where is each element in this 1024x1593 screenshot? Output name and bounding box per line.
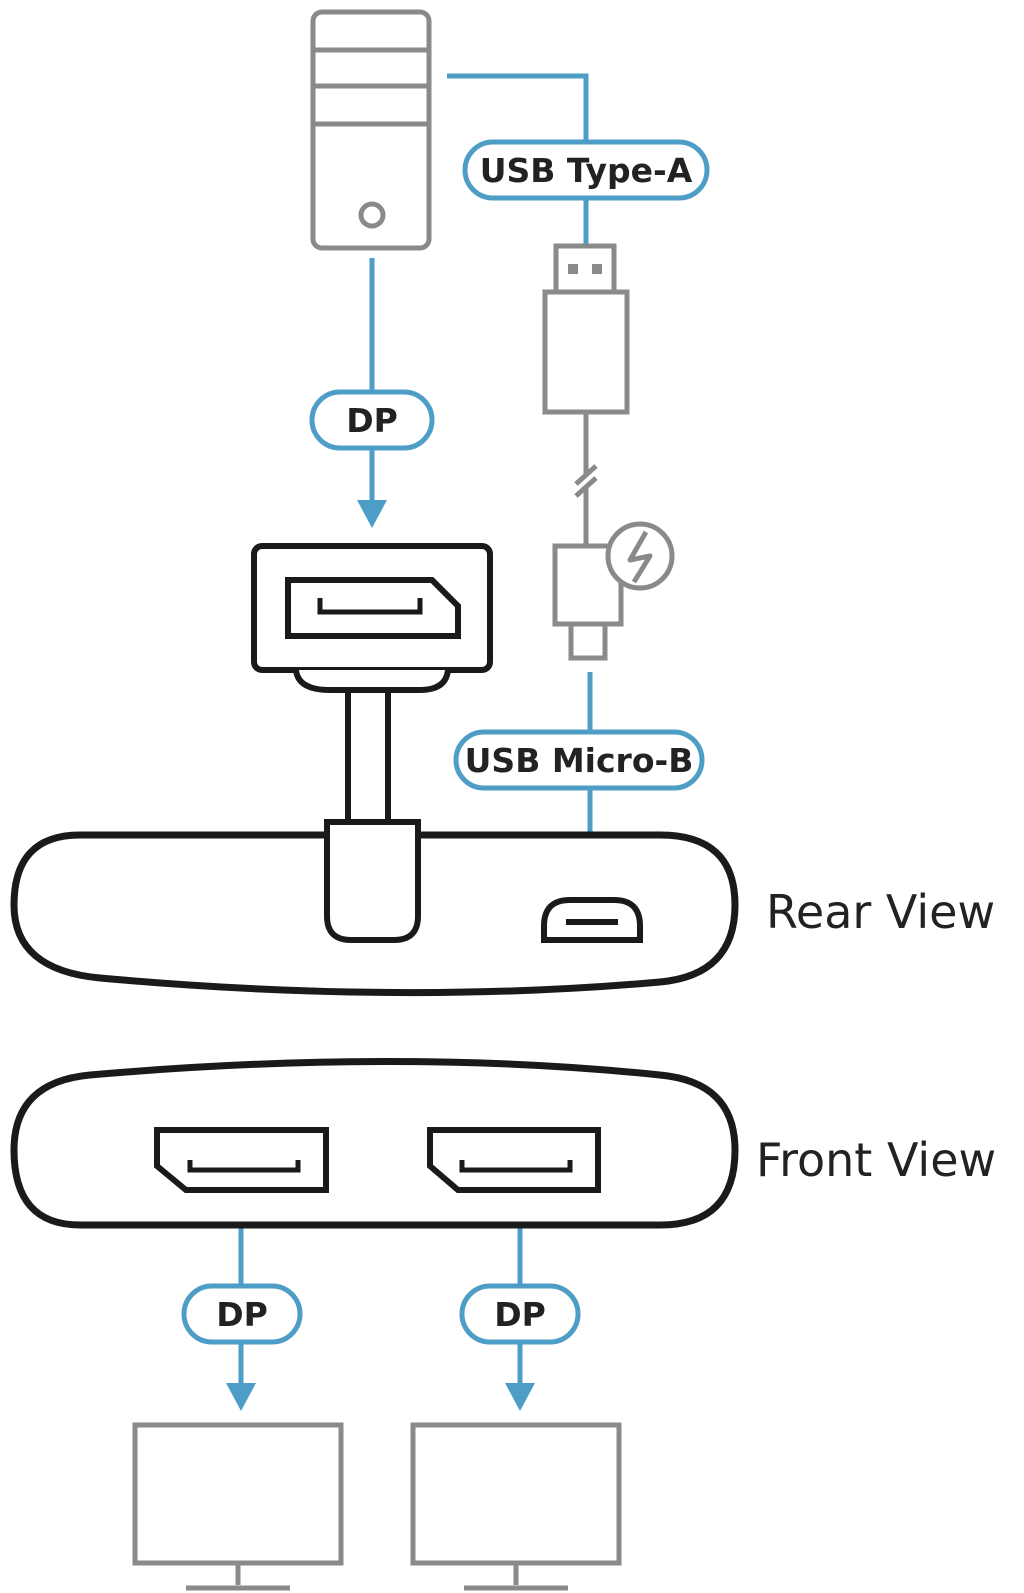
dp-output-2-label: DP: [459, 1283, 581, 1345]
rear-view-adapter-body: [10, 819, 739, 997]
dp-input-label: DP: [309, 389, 435, 451]
dp-output-2-text: DP: [494, 1295, 546, 1334]
dp-output-1-arrowhead: [226, 1383, 256, 1411]
monitor-icon: [132, 1422, 344, 1591]
dp-output-1-label: DP: [181, 1283, 303, 1345]
dp-output-1-text: DP: [216, 1295, 268, 1334]
usb-micro-b-port-icon: [541, 897, 643, 943]
displayport-port-1-icon: [154, 1127, 329, 1193]
dp-input-arrowhead: [357, 500, 387, 528]
usb-type-a-plug-icon: [542, 243, 630, 415]
dp-input-text: DP: [346, 401, 398, 440]
lightning-icon: [605, 521, 675, 591]
monitor-icon: [410, 1422, 622, 1591]
displayport-plug-icon: [251, 543, 493, 822]
usb-type-a-text: USB Type-A: [480, 151, 693, 190]
front-view-adapter-body: [10, 1058, 739, 1229]
usb-type-a-line: [447, 73, 589, 142]
usb-type-a-label: USB Type-A: [462, 139, 710, 201]
computer-tower-icon: [310, 9, 432, 251]
dp-output-2-arrowhead: [505, 1383, 535, 1411]
usb-micro-b-plug-icon: [552, 543, 624, 661]
displayport-port-2-icon: [427, 1127, 601, 1193]
usb-cable: [574, 412, 598, 546]
usb-micro-b-text: USB Micro-B: [465, 741, 694, 780]
usb-micro-b-label: USB Micro-B: [453, 729, 705, 791]
front-view-label: Front View: [756, 1133, 996, 1187]
rear-view-label: Rear View: [766, 885, 995, 939]
